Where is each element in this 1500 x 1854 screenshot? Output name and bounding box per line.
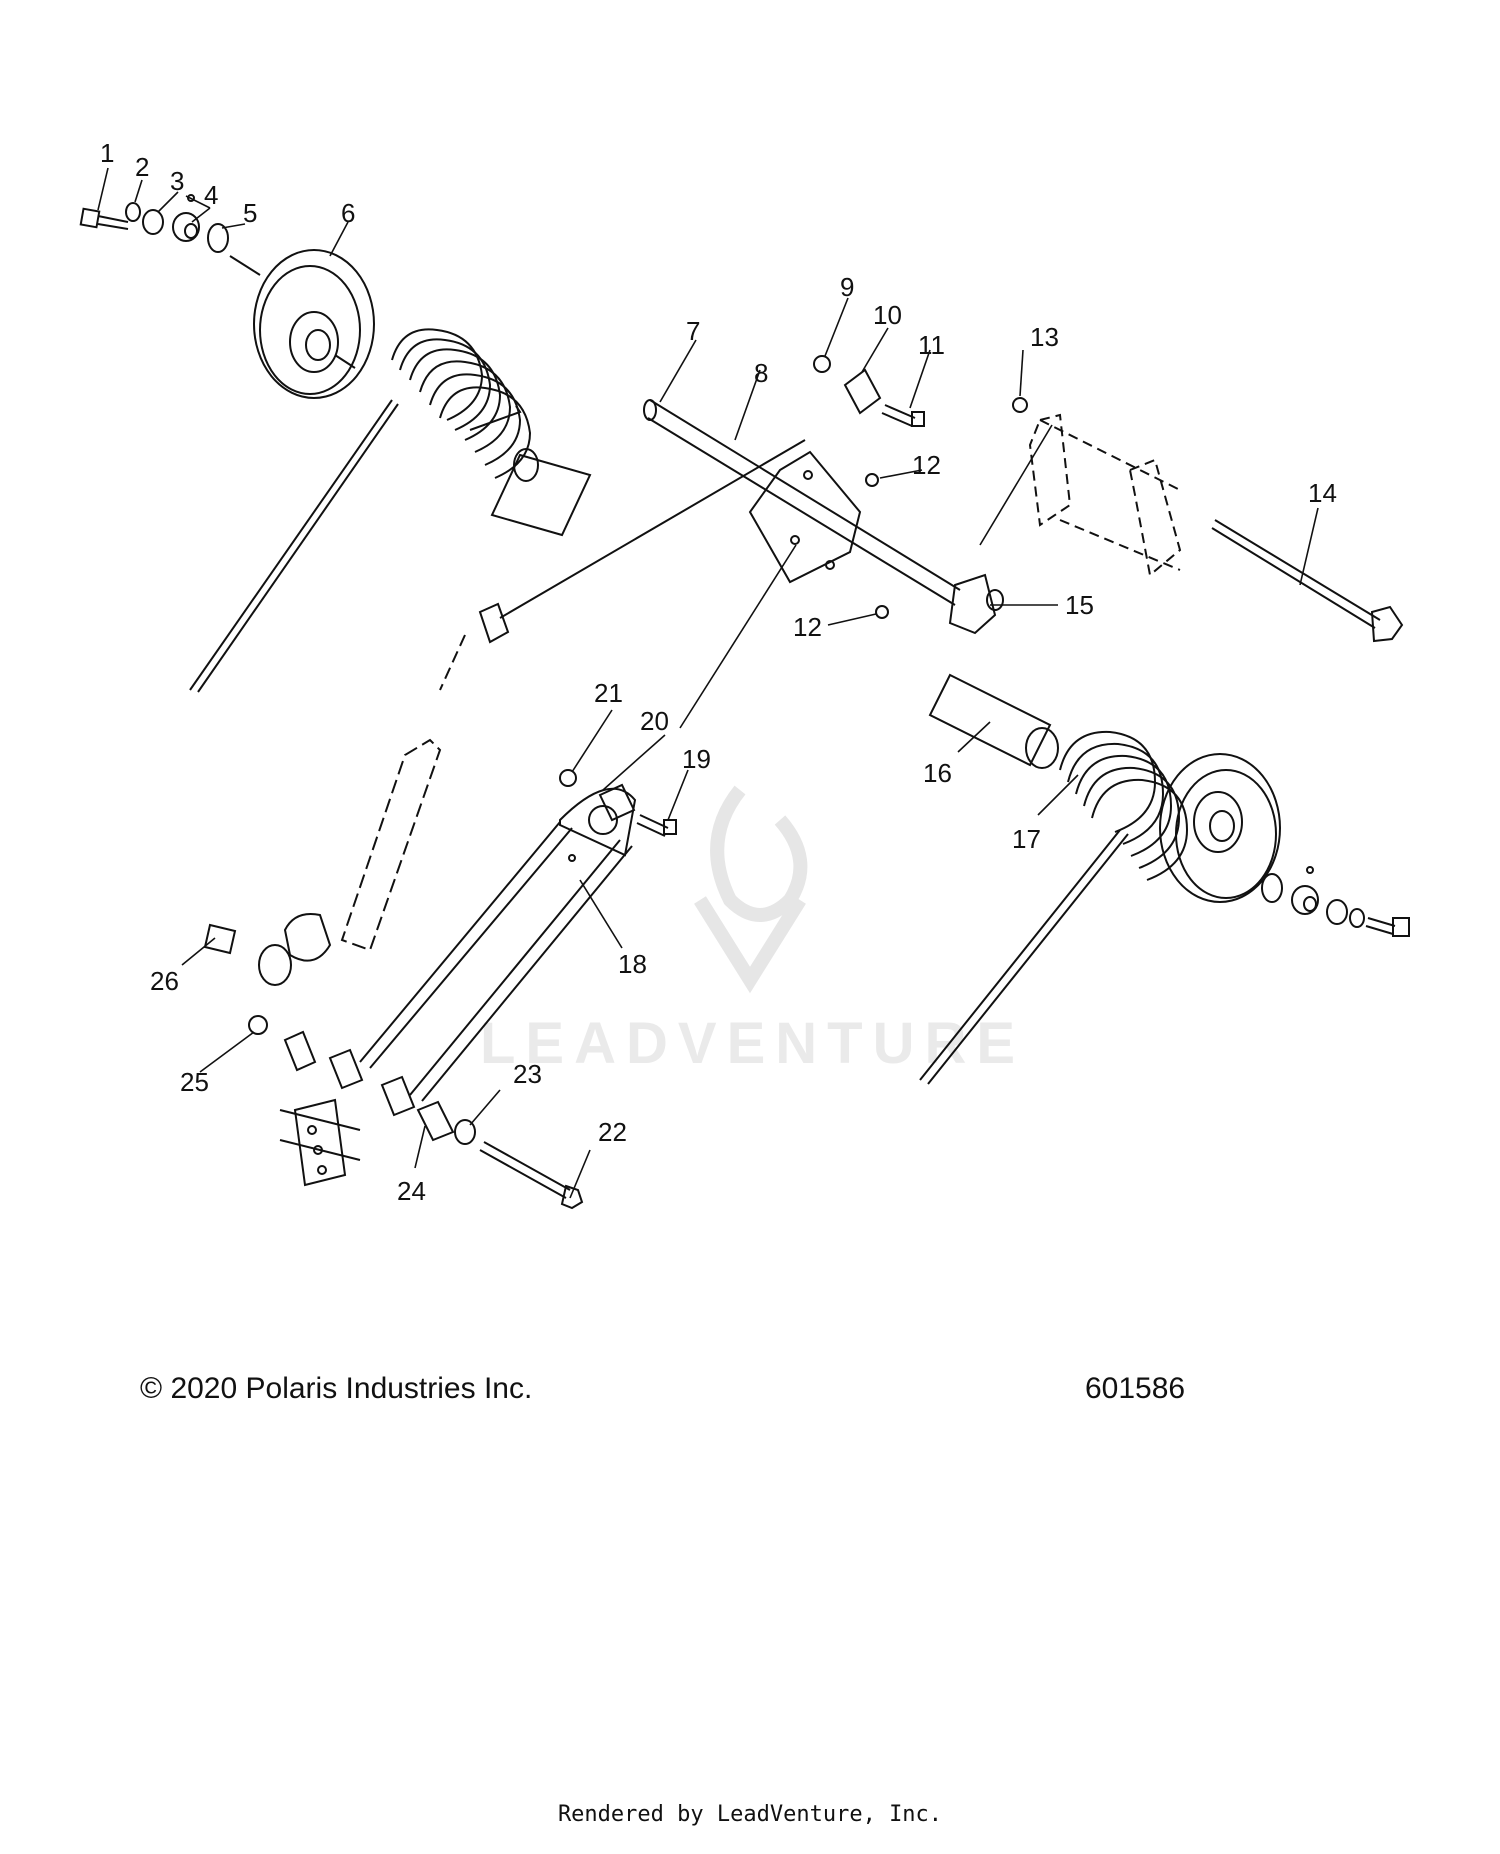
- bolt-part-19[interactable]: [636, 814, 677, 837]
- nut-part-13[interactable]: [1012, 397, 1028, 413]
- callout-11: 11: [918, 330, 945, 360]
- collar-part-4[interactable]: [172, 194, 200, 242]
- spacer-left-lower[interactable]: [283, 1030, 416, 1117]
- long-bolt-part-14[interactable]: [1211, 519, 1404, 643]
- callout-15: 15: [1065, 590, 1094, 620]
- callout-19: 19: [682, 744, 711, 774]
- bushing-part-20[interactable]: [598, 783, 636, 822]
- o-ring-part-5[interactable]: [207, 223, 229, 253]
- bolt-part-1[interactable]: [79, 207, 129, 230]
- callout-16: 16: [923, 758, 952, 788]
- leader-lines: [97, 167, 1319, 1199]
- sleeve-tube-left[interactable]: [490, 448, 592, 537]
- callout-24: 24: [397, 1176, 426, 1206]
- washer-part-3[interactable]: [142, 209, 164, 235]
- callout-22: 22: [598, 1117, 627, 1147]
- bushing-part-10[interactable]: [843, 368, 882, 415]
- callout-14: 14: [1308, 478, 1337, 508]
- callout-23: 23: [513, 1059, 542, 1089]
- nut-part-12-upper[interactable]: [865, 473, 879, 487]
- watermark-text: LEADVENTURE: [480, 1011, 1026, 1076]
- callout-12-upper: 12: [912, 450, 941, 480]
- bolt-right[interactable]: [1365, 917, 1410, 937]
- drawing-number: 601586: [1085, 1372, 1186, 1405]
- callout-7: 7: [686, 316, 700, 346]
- o-ring-right[interactable]: [1261, 873, 1283, 903]
- rear-swing-arm-bracket[interactable]: [279, 1098, 361, 1187]
- rear-bracket-assembly[interactable]: [1028, 413, 1182, 577]
- nut-part-9[interactable]: [813, 355, 831, 373]
- callout-9: 9: [840, 272, 854, 302]
- center-bracket-plate[interactable]: [748, 450, 862, 584]
- callout-1: 1: [100, 138, 114, 168]
- front-axle-part-7[interactable]: [643, 399, 961, 606]
- idler-wheel-part-6[interactable]: [229, 249, 375, 399]
- callout-6: 6: [341, 198, 355, 228]
- washer-part-2[interactable]: [125, 202, 141, 222]
- washer-right-small[interactable]: [1349, 908, 1365, 928]
- leadventure-flame-logo: [694, 785, 808, 994]
- washer-right-large[interactable]: [1326, 899, 1348, 925]
- bolt-part-11[interactable]: [881, 404, 925, 427]
- collar-right[interactable]: [1291, 866, 1319, 915]
- sleeve-tube-part-16[interactable]: [928, 673, 1059, 769]
- shock-leader-line: [499, 439, 806, 619]
- shock-absorber[interactable]: [258, 602, 510, 986]
- bushing-part-24[interactable]: [416, 1100, 455, 1142]
- callout-26: 26: [150, 966, 179, 996]
- callout-labels: 1 2 3 4 5 6 7 8 9 10 11 12 12 13 14 15 1…: [100, 138, 1337, 1206]
- nut-part-25[interactable]: [248, 1015, 268, 1035]
- copyright-notice: © 2020 Polaris Industries Inc.: [140, 1372, 533, 1405]
- nut-part-12-lower[interactable]: [875, 605, 889, 619]
- callout-13: 13: [1030, 322, 1059, 352]
- swing-arm-part-18[interactable]: [359, 787, 637, 1102]
- torsion-spring-left[interactable]: [189, 328, 532, 693]
- callout-3: 3: [170, 166, 184, 196]
- callout-18: 18: [618, 949, 647, 979]
- idler-wheel-right[interactable]: [1159, 753, 1281, 903]
- washer-part-23[interactable]: [454, 1119, 476, 1145]
- callout-21: 21: [594, 678, 623, 708]
- shaft-end-part-15[interactable]: [948, 573, 1004, 635]
- long-bolt-part-22[interactable]: [479, 1141, 584, 1210]
- callout-4: 4: [204, 180, 218, 210]
- nut-part-21[interactable]: [559, 769, 577, 787]
- callout-2: 2: [135, 152, 149, 182]
- callout-20: 20: [640, 706, 669, 736]
- callout-10: 10: [873, 300, 902, 330]
- pin-part-26[interactable]: [203, 923, 237, 955]
- callout-25: 25: [180, 1067, 209, 1097]
- callout-8: 8: [754, 358, 768, 388]
- callout-5: 5: [243, 198, 257, 228]
- callout-12-lower: 12: [793, 612, 822, 642]
- callout-17: 17: [1012, 824, 1041, 854]
- torsion-spring-part-17[interactable]: [919, 730, 1189, 1085]
- rendered-by-credit: Rendered by LeadVenture, Inc.: [557, 1802, 943, 1827]
